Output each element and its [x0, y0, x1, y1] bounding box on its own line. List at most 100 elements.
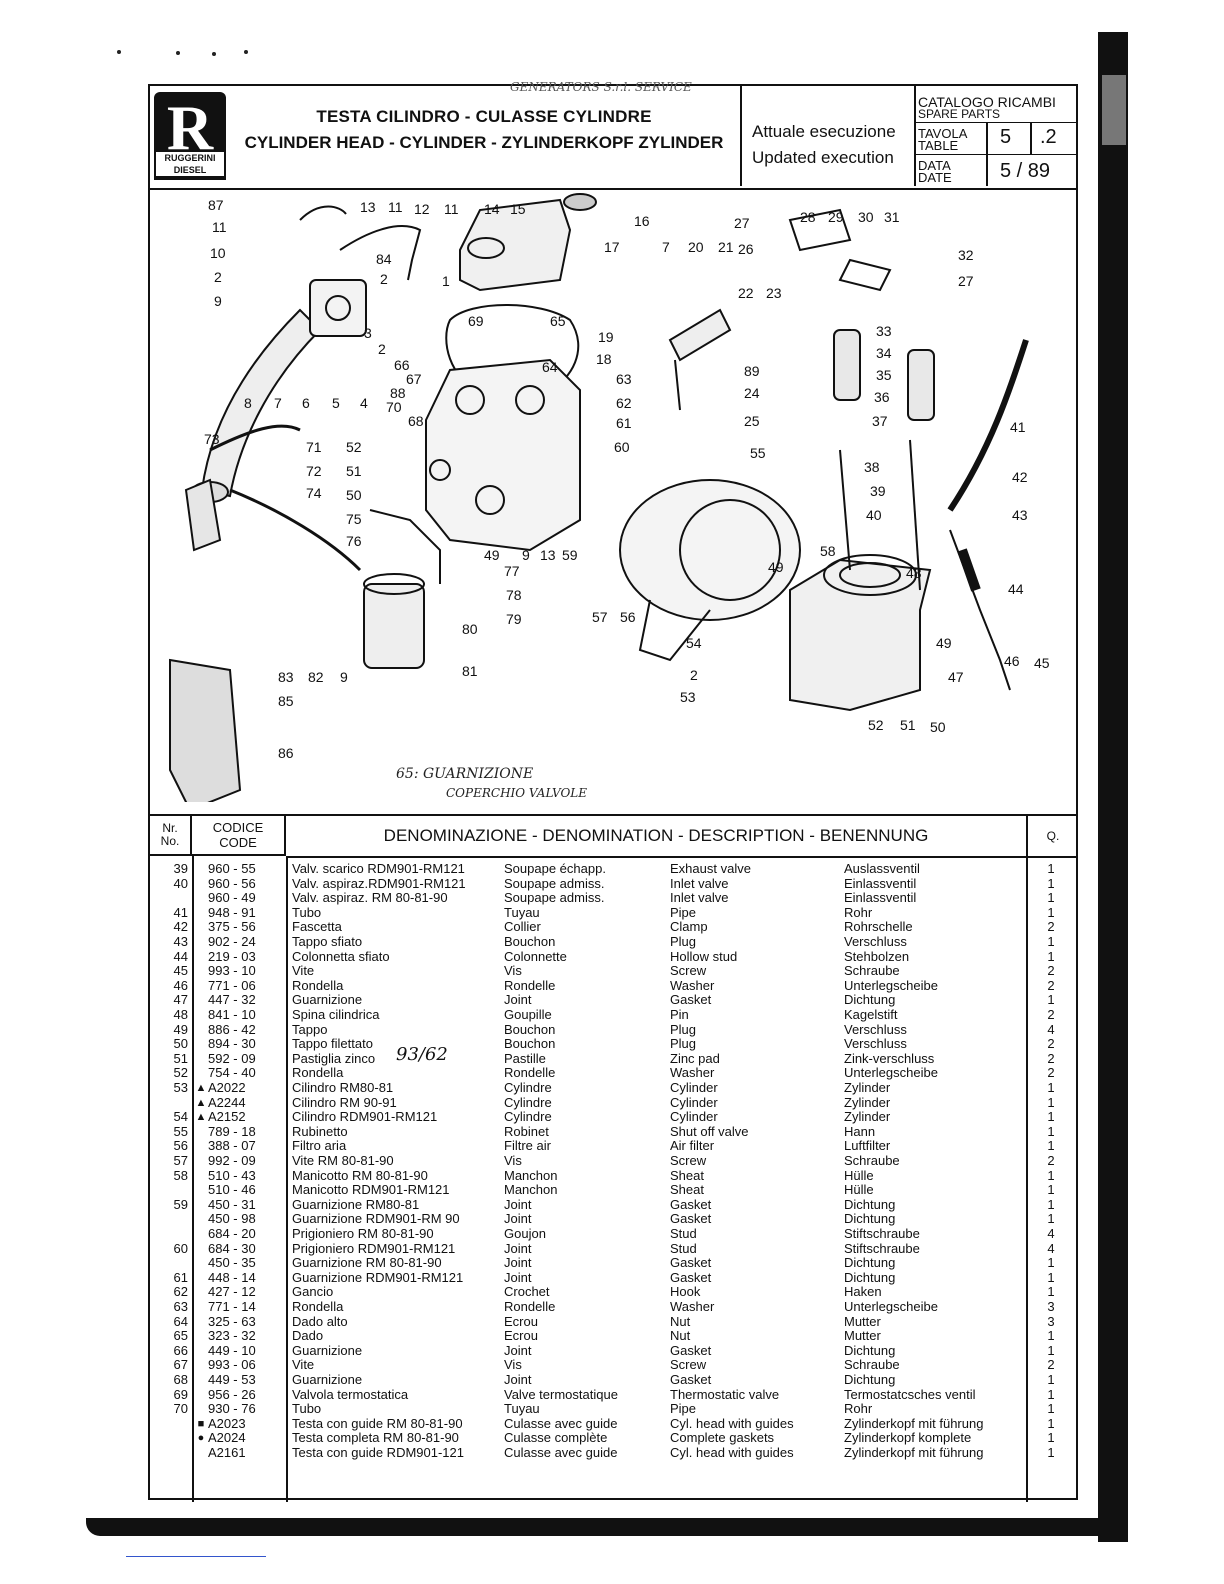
cell-en: Hook: [670, 1284, 701, 1300]
callout-45: 45: [1034, 655, 1050, 671]
cell-it: Cilindro RDM901-RM121: [292, 1109, 438, 1125]
scan-dot: [176, 51, 180, 55]
callout-70: 70: [386, 399, 402, 415]
cell-q: 1: [1047, 948, 1055, 964]
cell-it: Valv. scarico RDM901-RM121: [292, 861, 465, 876]
callout-7: 7: [274, 395, 282, 411]
cell-de: Termostatcsches ventil: [844, 1386, 976, 1402]
cell-no: 60: [173, 1240, 188, 1256]
cell-no: 43: [173, 934, 188, 949]
cell-en: Zinc pad: [670, 1050, 720, 1066]
cell-fr: Bouchon: [504, 1021, 556, 1037]
cell-en: Air filter: [670, 1138, 715, 1154]
scan-dot: [244, 50, 248, 54]
callout-27b: 27: [958, 273, 974, 289]
callout-24: 24: [744, 385, 760, 401]
cell-code: 325 - 63: [208, 1313, 256, 1329]
cell-code: 427 - 12: [208, 1284, 256, 1300]
cell-no: 53: [173, 1080, 188, 1095]
callout-76: 76: [346, 533, 362, 549]
execution-en: Updated execution: [752, 148, 894, 167]
cell-it: Guarnizione: [292, 1342, 363, 1358]
cell-fr: Vis: [504, 1153, 522, 1168]
cell-mk: ■: [197, 1417, 205, 1430]
callout-47: 47: [948, 669, 964, 685]
cell-fr: Vis: [504, 963, 522, 979]
cell-de: Stiftschraube: [844, 1240, 920, 1256]
callout-73: 73: [204, 431, 220, 447]
cell-code: A2024: [208, 1430, 246, 1446]
cell-it: Guarnizione: [292, 992, 363, 1008]
cell-it: Colonnetta sfiato: [292, 948, 390, 964]
cell-fr: Joint: [504, 1211, 532, 1227]
scan-mark: [1102, 75, 1126, 145]
cell-q: 1: [1047, 1284, 1055, 1300]
callout-20: 20: [688, 239, 704, 255]
callout-9: 9: [214, 293, 222, 309]
cell-it: Tubo: [292, 1401, 322, 1417]
callout-8: 8: [244, 395, 252, 411]
cell-it: Valv. aspiraz. RM 80-81-90: [292, 890, 448, 906]
cell-code: 375 - 56: [208, 919, 256, 935]
cell-no: 62: [173, 1284, 188, 1300]
handwritten-note-1: 65: GUARNIZIONE: [396, 766, 534, 782]
callout-51b: 51: [346, 463, 362, 479]
table-sub: .2: [1040, 126, 1057, 148]
callout-3: 3: [364, 325, 372, 341]
cell-en: Complete gaskets: [670, 1430, 775, 1446]
execution-block: Attuale esecuzione Updated execution: [740, 86, 916, 186]
ruggerini-logo: R RUGGERINI DIESEL: [154, 92, 226, 180]
col-code-label-1: CODICE: [212, 820, 264, 835]
callout-69: 69: [468, 313, 484, 329]
cell-no: 56: [173, 1138, 188, 1154]
callout-30: 30: [858, 209, 874, 225]
cell-no: 48: [173, 1007, 188, 1022]
callout-72: 72: [306, 463, 322, 479]
callout-37: 37: [872, 413, 888, 429]
callout-1: 1: [442, 273, 450, 289]
cell-de: Stehbolzen: [844, 948, 910, 964]
cell-q: 1: [1047, 861, 1055, 876]
date-label-1: DATA: [918, 158, 951, 173]
cell-it: Valv. aspiraz.RDM901-RM121: [292, 875, 466, 891]
cell-no: 51: [173, 1050, 188, 1066]
cell-no: 45: [173, 963, 188, 979]
cell-q: 2: [1047, 1357, 1055, 1373]
cell-no: 46: [173, 977, 188, 993]
cell-de: Hülle: [844, 1182, 874, 1198]
callout-34: 34: [876, 345, 892, 361]
cell-de: Rohr: [844, 1401, 873, 1417]
cell-q: 3: [1047, 1313, 1055, 1329]
cell-it: Tubo: [292, 904, 322, 920]
callout-77: 77: [504, 563, 520, 579]
cell-en: Gasket: [670, 992, 712, 1008]
cell-de: Zylinderkopf komplete: [844, 1430, 972, 1446]
catalog-sheet: R RUGGERINI DIESEL GENERATORS S.r.l. SER…: [148, 80, 1078, 1502]
cell-no: 47: [173, 992, 188, 1008]
cell-de: Rohrschelle: [844, 919, 913, 935]
cell-fr: Ecrou: [504, 1313, 538, 1329]
callout-44: 44: [1008, 581, 1024, 597]
cell-q: 1: [1047, 1415, 1055, 1431]
callout-53: 53: [680, 689, 696, 705]
cell-q: 2: [1047, 1007, 1055, 1022]
callout-23: 23: [766, 285, 782, 301]
cell-fr: Vis: [504, 1357, 522, 1373]
cell-q: 2: [1047, 977, 1055, 993]
callout-49c: 49: [484, 547, 500, 563]
cell-en: Plug: [670, 934, 697, 949]
cell-fr: Soupape admiss.: [504, 875, 605, 891]
cell-no: 49: [173, 1021, 188, 1037]
cell-fr: Pastille: [504, 1050, 546, 1066]
